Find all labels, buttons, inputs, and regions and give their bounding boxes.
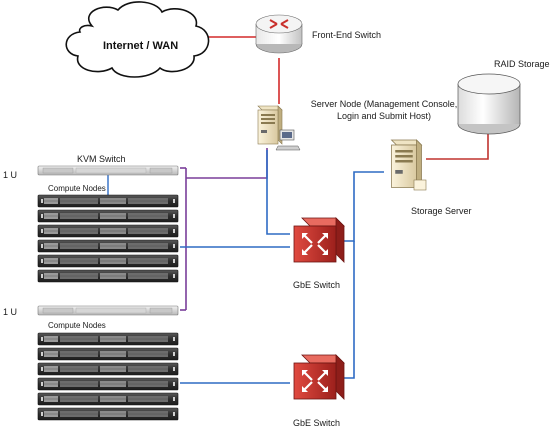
cloud-label: Internet / WAN (103, 40, 179, 52)
compute-node (37, 194, 179, 208)
rack2-compute-label: Compute Nodes (48, 321, 106, 330)
rack1-compute-label: Compute Nodes (48, 184, 106, 193)
compute-node (37, 239, 179, 253)
server-node-label-line2: Login and Submit Host) (336, 111, 432, 121)
compute-node (37, 347, 179, 361)
rack2-unit-label: 1 U (3, 307, 18, 317)
server-node-label-line1: Server Node (Management Console, (310, 99, 458, 109)
eth-switch1-storage (338, 171, 384, 242)
kvm-switch-unit (37, 305, 179, 316)
cloud-icon (65, 1, 210, 78)
gbe-switch-2-label: GbE Switch (293, 418, 341, 428)
raid-storage-link (426, 127, 489, 160)
storage-server-label: Storage Server (411, 206, 472, 216)
disk-cylinder-icon (457, 73, 521, 135)
compute-node (37, 377, 179, 391)
eth-switch1-switch2 (338, 241, 355, 379)
compute-node (37, 209, 179, 223)
compute-node (37, 362, 179, 376)
raid-storage-label: RAID Storage (494, 59, 550, 69)
server-node-icon (257, 105, 301, 151)
eth-server-switch1 (266, 150, 290, 235)
compute-node (37, 407, 179, 421)
kvm-switch-label: KVM Switch (77, 154, 126, 164)
rack1-unit-label: 1 U (3, 170, 18, 180)
storage-server-icon (390, 139, 427, 191)
compute-node (37, 392, 179, 406)
front-end-switch-label: Front-End Switch (312, 30, 382, 40)
compute-node (37, 254, 179, 268)
compute-node (37, 224, 179, 238)
network-switch-icon (292, 216, 346, 264)
network-switch-icon (292, 353, 346, 401)
gbe-switch-1-label: GbE Switch (293, 280, 341, 290)
kvm-switch-unit (37, 165, 179, 176)
compute-node (37, 269, 179, 283)
kvm-link-server (186, 148, 268, 179)
router-icon (255, 14, 303, 54)
compute-node (37, 332, 179, 346)
network-links (107, 36, 489, 384)
